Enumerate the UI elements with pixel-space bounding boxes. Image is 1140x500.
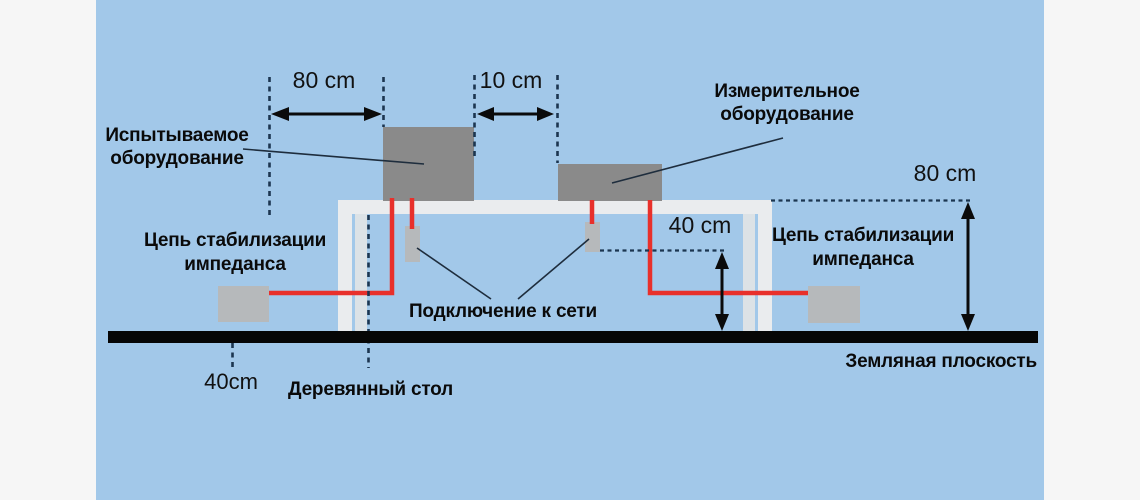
dimension-value-40cm-bottom: 40cm — [204, 369, 258, 394]
impedance-stabilization-box-left — [218, 286, 269, 322]
label-equipment-under-test: Испытываемое оборудование — [94, 124, 260, 170]
mains-connector-right — [585, 222, 600, 252]
ground-plane-bar — [108, 331, 1038, 343]
dimension-value-10cm-top: 10 cm — [479, 67, 543, 93]
label-line: импеданса — [812, 249, 914, 270]
label-line: Измерительное — [714, 81, 860, 102]
measuring-equipment-box — [558, 164, 662, 201]
label-impedance-stabilization-right: Цепь стабилизации импеданса — [768, 224, 958, 272]
label-line: Цепь стабилизации — [771, 225, 955, 246]
label-mains-connection: Подключение к сети — [408, 301, 598, 322]
label-line: Цепь стабилизации — [143, 230, 327, 251]
label-line: Испытываемое — [105, 125, 249, 146]
label-line: оборудование — [720, 104, 854, 125]
equipment-under-test-box — [383, 127, 474, 201]
mains-connector-left — [405, 226, 420, 262]
dimension-value-40cm-middle: 40 cm — [668, 212, 732, 238]
label-wooden-table: Деревянный стол — [288, 379, 453, 400]
dimension-value-80cm-top: 80 cm — [292, 67, 356, 93]
label-measuring-equipment: Измерительное оборудование — [704, 80, 870, 126]
label-impedance-stabilization-left: Цепь стабилизации импеданса — [140, 229, 330, 277]
dimension-value-80cm-right: 80 cm — [913, 160, 977, 186]
table-left-leg-inner — [355, 214, 367, 331]
label-line: импеданса — [184, 254, 286, 275]
label-ground-plane: Земляная плоскость — [845, 351, 1037, 372]
label-line: оборудование — [110, 148, 244, 169]
impedance-stabilization-box-right — [808, 286, 860, 323]
